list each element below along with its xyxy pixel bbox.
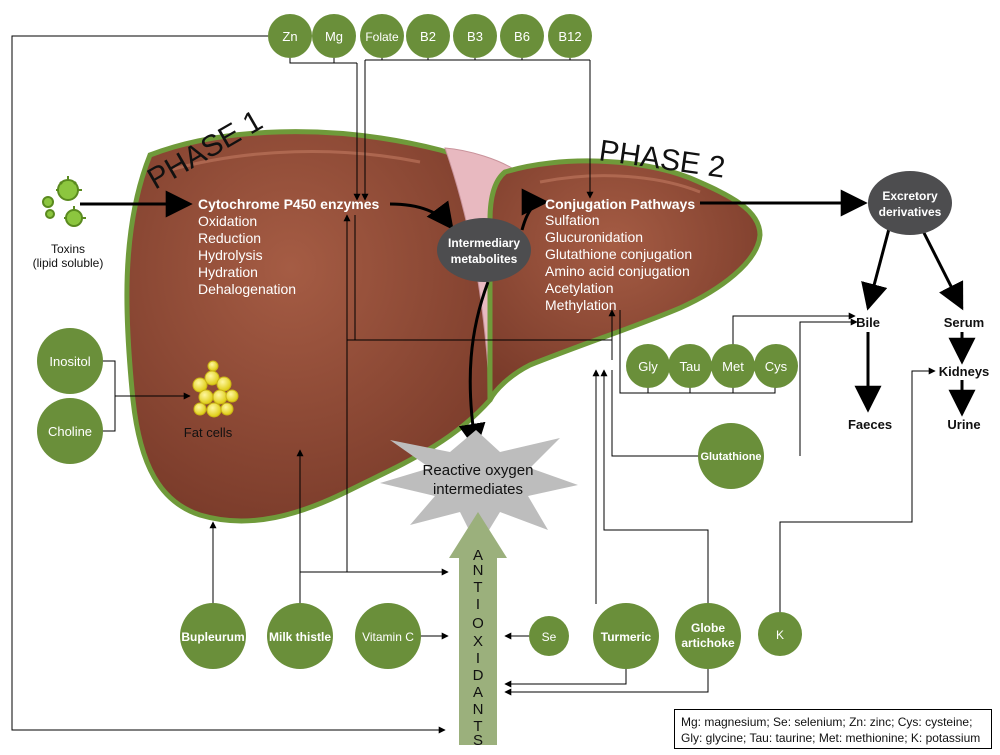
inositol-node: Inositol [37,328,103,394]
reactive-line2: intermediates [433,481,523,498]
milk-thistle-label: Milk thistle [269,630,331,644]
abbreviation-legend: Mg: magnesium; Se: selenium; Zn: zinc; C… [674,709,992,749]
fat-cells-icon [192,360,239,418]
nutrient-folate-label: Folate [365,30,399,44]
nutrient-b6: B6 [500,14,544,58]
reactive-line1: Reactive oxygen [423,462,534,479]
nutrient-b6-label: B6 [514,29,530,44]
choline-node: Choline [37,398,103,464]
legend-line2: Gly: glycine; Tau: taurine; Met: methion… [681,731,981,745]
antioxidants-letter-6: X [473,633,483,650]
nutrient-b3-label: B3 [467,29,483,44]
antioxidants-letter-2: N [473,562,484,579]
phase2-item-sulfation: Sulfation [545,212,599,228]
excretory-derivatives-node: Excretory derivatives [868,171,952,235]
amino-tau: Tau [668,344,712,388]
globe-artichoke-line1: Globe [691,621,725,635]
bupleurum-label: Bupleurum [181,630,244,644]
antioxidants-letter-5: O [472,615,484,632]
conjugation-title: Conjugation Pathways [545,196,695,212]
antioxidants-letter-8: D [473,667,484,684]
fat-cells-label: Fat cells [184,425,233,440]
nutrient-folate: Folate [360,14,404,58]
phase1-item-oxidation: Oxidation [198,213,257,229]
connectors [11,35,936,734]
vitamin-c-node: Vitamin C [355,603,421,669]
toxins-label-line2: (lipid soluble) [33,256,104,270]
amino-tau-label: Tau [680,359,701,374]
excretory-line1: Excretory [882,189,938,203]
vitamin-c-label: Vitamin C [362,630,414,644]
nutrient-b12-label: B12 [558,29,581,44]
nutrient-b3: B3 [453,14,497,58]
legend-line1: Mg: magnesium; Se: selenium; Zn: zinc; C… [681,715,973,729]
nutrient-b2-label: B2 [420,29,436,44]
phase2-item-glucuronidation: Glucuronidation [545,229,643,245]
liver-left-lobe [124,129,493,524]
se-node: Se [529,616,569,656]
turmeric-node: Turmeric [593,603,659,669]
phase1-item-dehalogenation: Dehalogenation [198,281,296,297]
antioxidants-letter-3: T [473,579,482,596]
glutathione-node: Glutathione [698,423,764,489]
nutrient-mg-label: Mg [325,29,343,44]
se-label: Se [542,630,557,644]
phase1-item-reduction: Reduction [198,230,261,246]
intermediary-line1: Intermediary [448,236,520,250]
amino-gly: Gly [626,344,670,388]
amino-cys: Cys [754,344,798,388]
nutrient-b2: B2 [406,14,450,58]
antioxidants-letter-11: T [473,718,482,735]
reactive-oxygen-burst: Reactive oxygen intermediates [380,430,578,548]
thick-arrows [80,188,976,451]
phase1-item-hydrolysis: Hydrolysis [198,247,263,263]
antioxidants-arrow: A N T I O X I D A N T S [449,512,507,749]
phase2-item-methylation: Methylation [545,297,617,313]
antioxidants-letter-7: I [476,650,480,667]
kidneys-label: Kidneys [939,364,990,379]
inositol-label: Inositol [49,354,90,369]
intermediary-line2: metabolites [451,252,518,266]
urine-label: Urine [947,417,980,432]
faeces-label: Faeces [848,417,892,432]
nutrient-zn-label: Zn [282,29,297,44]
glutathione-label: Glutathione [700,451,761,463]
antioxidants-letter-4: I [476,596,480,613]
phase1-item-hydration: Hydration [198,264,258,280]
antioxidants-letter-9: A [473,684,483,701]
bile-label: Bile [856,315,880,330]
amino-acids: Gly Tau Met Cys [626,344,798,388]
p450-title: Cytochrome P450 enzymes [198,196,380,212]
serum-label: Serum [944,315,984,330]
nutrient-mg: Mg [312,14,356,58]
phase2-item-amino-acid-conjugation: Amino acid conjugation [545,263,690,279]
amino-met-label: Met [722,359,744,374]
antioxidants-letter-1: A [473,547,483,564]
amino-cys-label: Cys [765,359,788,374]
globe-artichoke-line2: artichoke [681,636,735,650]
amino-gly-label: Gly [638,359,658,374]
amino-met: Met [711,344,755,388]
potassium-node: K [758,612,802,656]
choline-label: Choline [48,424,92,439]
phase2-item-glutathione-conjugation: Glutathione conjugation [545,246,692,262]
antioxidants-letter-10: N [473,701,484,718]
bupleurum-node: Bupleurum [180,603,246,669]
globe-artichoke-node: Globe artichoke [675,603,741,669]
intermediary-metabolites-node: Intermediary metabolites [437,218,531,282]
antioxidants-letter-12: S [473,732,483,749]
nutrient-b12: B12 [548,14,592,58]
phase2-item-acetylation: Acetylation [545,280,613,296]
toxins-virus-icon [42,176,86,227]
top-nutrients: Zn Mg Folate B2 B3 B6 B12 [268,14,592,58]
excretory-line2: derivatives [879,205,942,219]
nutrient-zn: Zn [268,14,312,58]
toxins-label-line1: Toxins [51,242,85,256]
potassium-label: K [776,628,784,642]
milk-thistle-node: Milk thistle [267,603,333,669]
turmeric-label: Turmeric [601,630,652,644]
